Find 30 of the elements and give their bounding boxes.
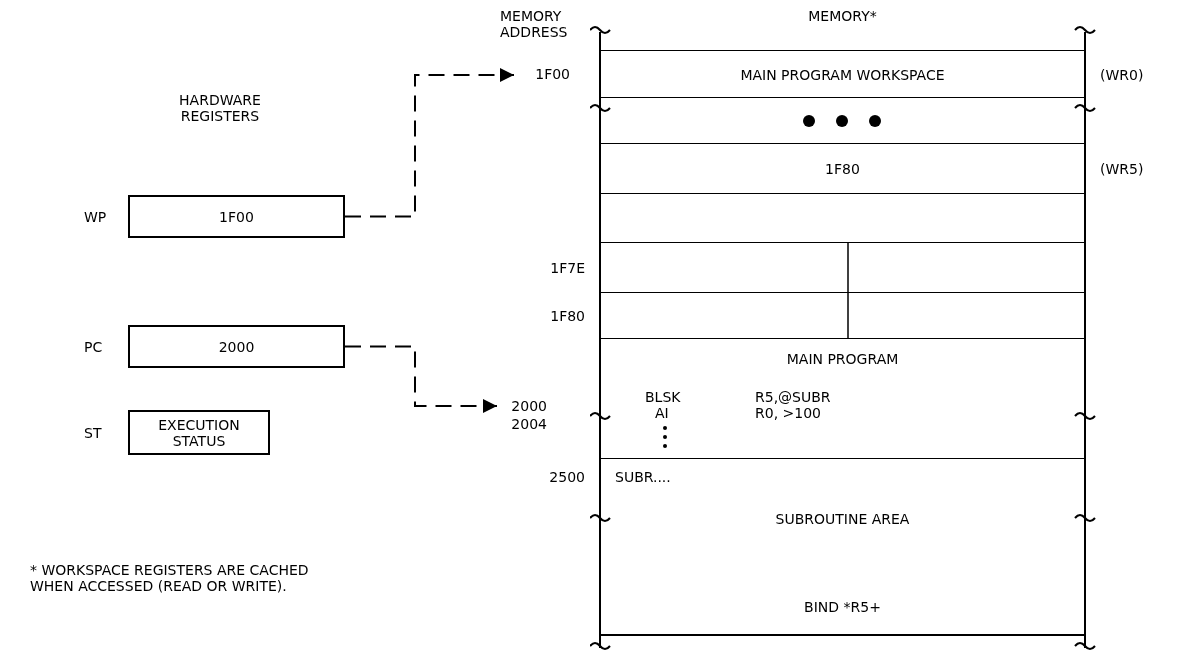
dashed-arrow [344, 345, 498, 413]
code-text: BIND *R5+ [803, 599, 882, 615]
heading-text: MEMORY ADDRESS [500, 8, 569, 40]
code-text: R0, >100 [755, 405, 821, 421]
address-text: 2500 [548, 469, 585, 485]
address-text: 2000 [503, 398, 547, 414]
address-text: 2004 [510, 416, 547, 432]
code-text: R5,@SUBR [755, 389, 831, 405]
code-text: AI [655, 405, 669, 421]
address-text: 1F7E [549, 260, 585, 276]
code-text: BLSK [645, 389, 681, 405]
register-label: (WR0) [1100, 66, 1144, 83]
section-title: SUBROUTINE AREA [774, 511, 911, 527]
register-value: 1F00 [218, 208, 255, 225]
register-name: ST [84, 424, 102, 441]
cell-text: 1F80 [824, 161, 861, 177]
register-name: PC [84, 338, 103, 355]
register-label: (WR5) [1100, 161, 1144, 177]
address-text: 1F00 [520, 66, 570, 84]
register-name: WP [84, 208, 107, 225]
register-value: EXECUTION STATUS [157, 416, 241, 449]
footnote: * WORKSPACE REGISTERS ARE CACHED WHEN ACCESSED (READ OR WRITE). [30, 562, 310, 594]
address-text: 1F80 [549, 308, 585, 324]
dashed-arrow [344, 68, 515, 218]
cell-text: MAIN PROGRAM WORKSPACE [739, 66, 946, 83]
register-value: 2000 [217, 338, 256, 355]
heading-text: HARDWARE REGISTERS [178, 92, 262, 124]
section-title: MAIN PROGRAM [785, 351, 900, 367]
code-text: SUBR.... [615, 469, 671, 485]
memory-heading: MEMORY* [807, 8, 878, 24]
